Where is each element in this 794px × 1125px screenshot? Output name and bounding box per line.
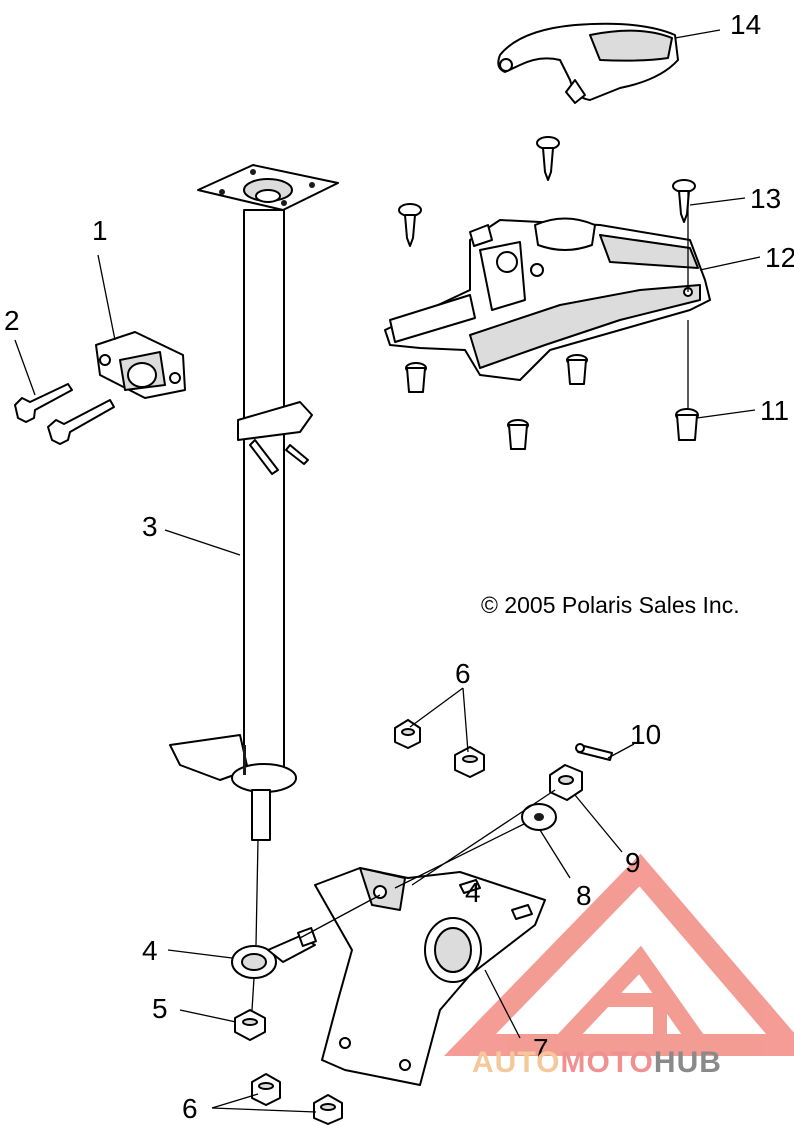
callout-12: 12 bbox=[765, 242, 794, 273]
copyright-notice: © 2005 Polaris Sales Inc. bbox=[481, 592, 740, 618]
part-6-nut-lower-1 bbox=[251, 1073, 281, 1106]
part-11-wellnut-2 bbox=[566, 354, 588, 385]
part-7-lower-bracket bbox=[314, 867, 546, 1086]
callout-11: 11 bbox=[760, 395, 789, 426]
callout-6-lower: 6 bbox=[182, 1093, 198, 1124]
part-2-bolt-lower bbox=[47, 399, 115, 445]
callout-9: 9 bbox=[625, 847, 641, 878]
part-2-bolt-upper bbox=[14, 383, 73, 423]
callout-3: 3 bbox=[142, 511, 158, 542]
callout-6-upper: 6 bbox=[455, 658, 471, 689]
watermark-logo bbox=[443, 853, 794, 1056]
watermark-brand-moto: MOTO bbox=[560, 1046, 653, 1079]
callout-7: 7 bbox=[533, 1033, 549, 1064]
part-5-nut bbox=[234, 1009, 266, 1041]
callout-10: 10 bbox=[630, 719, 661, 750]
part-9-nut bbox=[549, 764, 583, 801]
callout-4-bracket: 4 bbox=[465, 877, 481, 908]
leader-lines bbox=[14, 29, 761, 1113]
part-6-nut-upper-2 bbox=[454, 746, 485, 778]
callout-5: 5 bbox=[152, 993, 168, 1024]
part-12-console bbox=[384, 217, 711, 381]
part-8-washer bbox=[521, 803, 557, 831]
part-11-wellnut-3 bbox=[507, 419, 529, 450]
part-13-screw-top bbox=[536, 136, 560, 181]
part-3-steering-column bbox=[169, 164, 339, 841]
watermark-brand: AUTOMOTOHUB bbox=[472, 1046, 722, 1079]
callout-4-rod-end: 4 bbox=[142, 935, 158, 966]
part-13-screw-right bbox=[672, 179, 696, 223]
callout-14: 14 bbox=[730, 9, 761, 40]
part-6-nut-lower-2 bbox=[313, 1094, 343, 1125]
callout-13: 13 bbox=[750, 183, 781, 214]
watermark-brand-auto: AUTO bbox=[472, 1046, 560, 1079]
part-13-screw-left bbox=[398, 203, 422, 247]
watermark-brand-hub: HUB bbox=[654, 1046, 722, 1079]
part-1-column-bracket bbox=[95, 331, 186, 399]
part-10-cotter-pin bbox=[575, 743, 613, 761]
svg-text:AUTOMOTOHUB: AUTOMOTOHUB bbox=[472, 1046, 722, 1079]
part-11-wellnut-4 bbox=[675, 408, 699, 441]
callout-2: 2 bbox=[4, 305, 20, 336]
callout-8: 8 bbox=[576, 880, 592, 911]
callout-1: 1 bbox=[92, 215, 108, 246]
part-11-wellnut-1 bbox=[405, 362, 427, 393]
callout-labels: 1 2 3 4 4 5 6 6 7 8 9 10 11 12 13 14 bbox=[4, 9, 794, 1124]
part-14-steering-cover bbox=[497, 22, 679, 104]
part-6-nut-upper-1 bbox=[394, 719, 421, 749]
